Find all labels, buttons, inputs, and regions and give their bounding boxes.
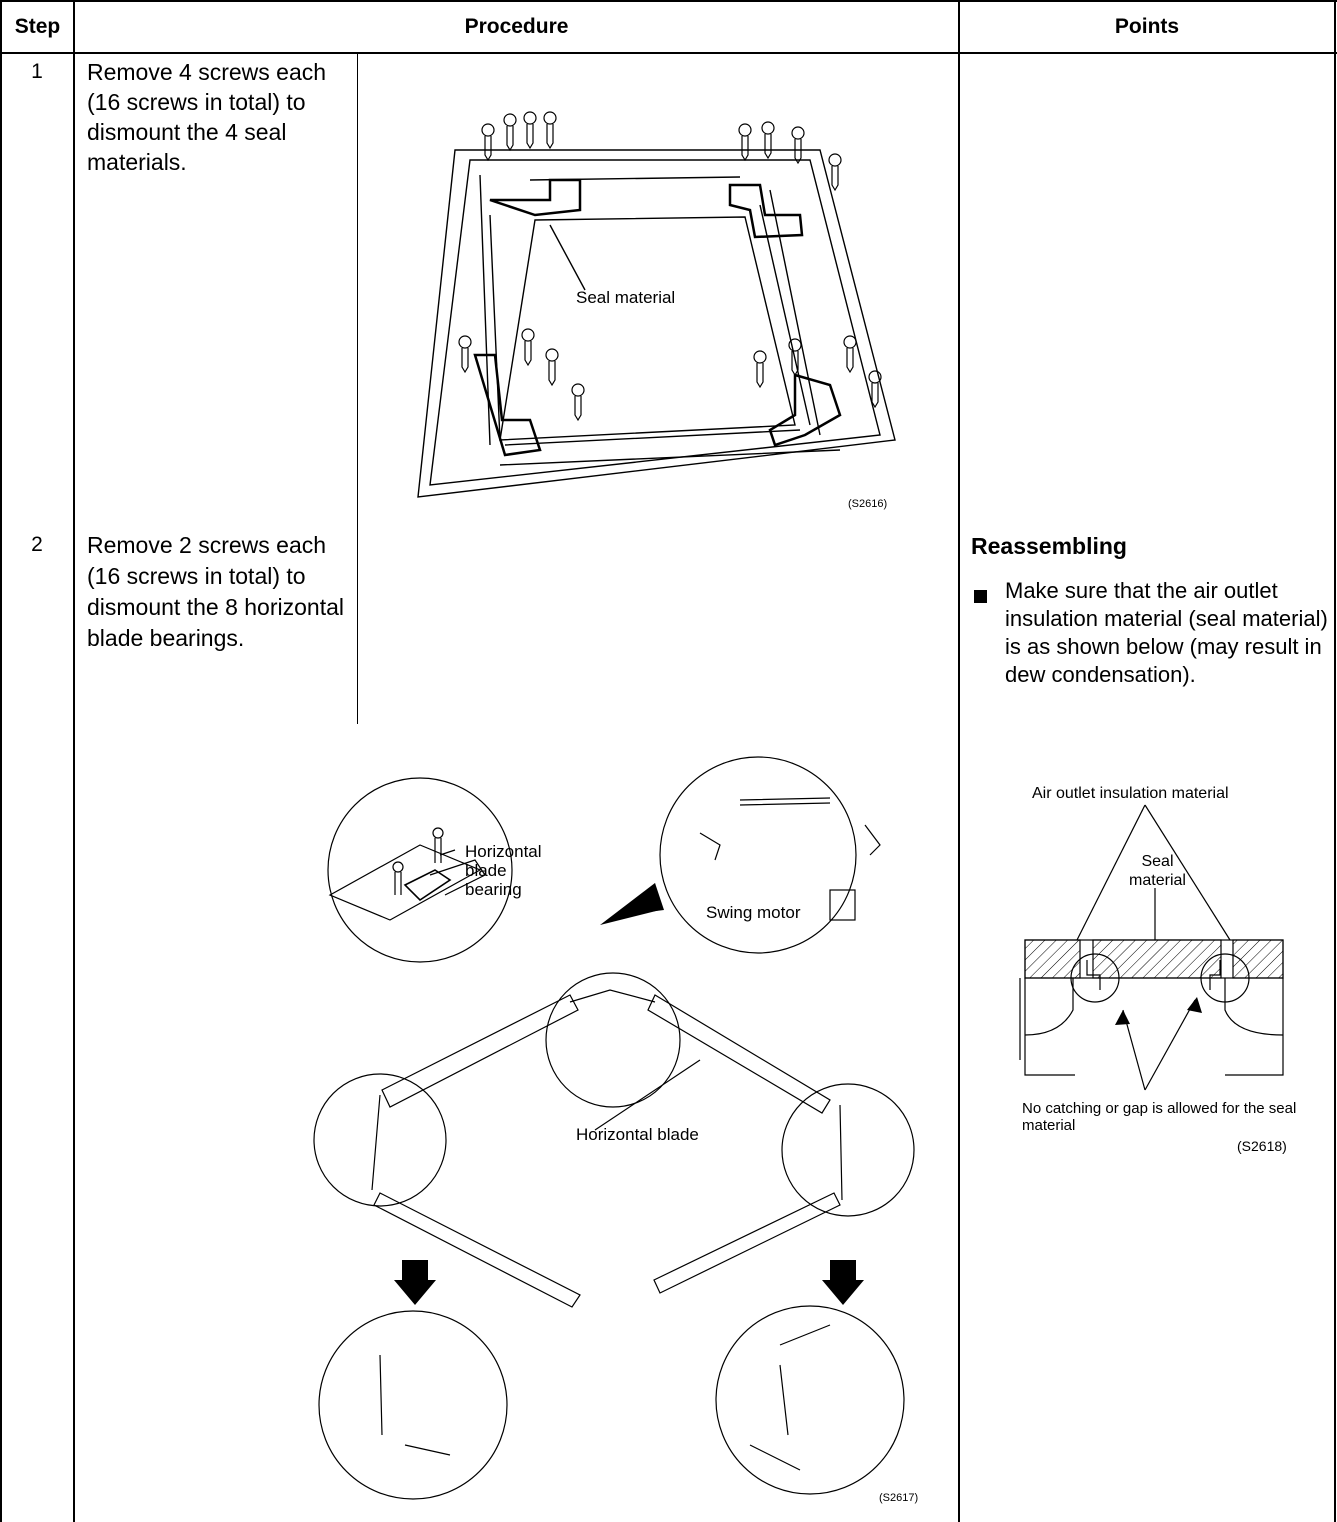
table-border-right — [1334, 0, 1336, 1522]
col-divider-step — [73, 0, 75, 1522]
step-number-2: 2 — [31, 533, 43, 556]
step-text-1: Remove 4 screws each (16 screws in total… — [87, 59, 327, 175]
header-points: Points — [1114, 15, 1180, 38]
detail-circle-bearing — [327, 777, 513, 963]
reassembling-instruction: Make sure that the air outlet insulation… — [1005, 578, 1328, 687]
detail-circle-top — [545, 972, 681, 1108]
label-seal-material-points: Seal material — [1129, 853, 1186, 889]
col-divider-points — [958, 0, 960, 1522]
label-air-outlet-insulation: Air outlet insulation material — [1032, 785, 1229, 802]
label-seal-material: Seal material — [576, 288, 676, 307]
reassembling-title: Reassembling — [971, 533, 1127, 559]
detail-circle-right — [781, 1083, 915, 1217]
seal-frame-figure — [417, 111, 896, 498]
table-border-left — [0, 0, 2, 1522]
label-horizontal-blade: Horizontal blade — [576, 1125, 699, 1144]
label-horizontal-blade-bearing: Horizontal blade bearing — [465, 842, 542, 899]
label-no-catching-note: No catching or gap is allowed for the se… — [1022, 1100, 1297, 1134]
header-procedure: Procedure — [464, 15, 569, 38]
step-number-1: 1 — [31, 60, 43, 83]
label-swing-motor: Swing motor — [706, 903, 801, 922]
detail-circle-left — [313, 1073, 447, 1207]
header-step: Step — [14, 15, 61, 38]
insulation-section-figure — [1019, 804, 1284, 1091]
detail-circle-bottom-left — [318, 1310, 508, 1500]
table-header-divider — [0, 52, 1337, 54]
detail-circle-swing-motor — [659, 756, 857, 954]
detail-circle-bottom-right — [715, 1305, 905, 1495]
figure-code-s2618: (S2618) — [1237, 1138, 1287, 1154]
step-text-2: Remove 2 screws each (16 screws in total… — [87, 532, 344, 651]
figure-code-s2616: (S2616) — [848, 498, 888, 510]
table-border-top — [0, 0, 1337, 2]
bullet-square-icon — [974, 590, 987, 603]
procedure-text-divider — [357, 54, 358, 724]
figure-code-s2617: (S2617) — [879, 1492, 919, 1504]
horizontal-blade-figure — [313, 756, 915, 1500]
